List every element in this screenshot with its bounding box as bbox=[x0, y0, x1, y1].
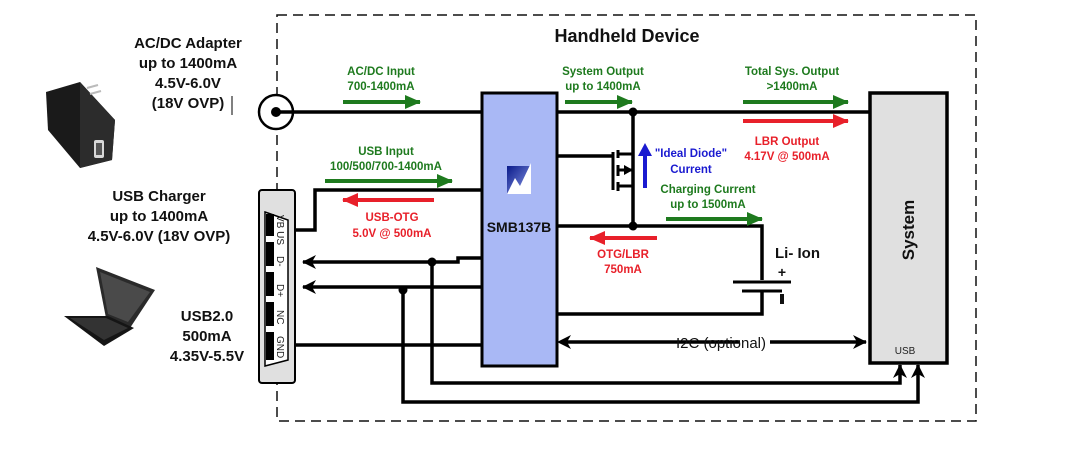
svg-text:up to 1400mA: up to 1400mA bbox=[565, 81, 640, 93]
pin-nc: NC bbox=[274, 310, 285, 324]
svg-text:Current: Current bbox=[670, 164, 712, 176]
svg-text:LBR Output: LBR Output bbox=[755, 136, 820, 148]
svg-text:4.17V @ 500mA: 4.17V @ 500mA bbox=[744, 151, 829, 163]
svg-text:750mA: 750mA bbox=[604, 264, 642, 276]
chip-name: SMB137B bbox=[487, 219, 552, 235]
flow-total-output: Total Sys. Output >1400mA bbox=[743, 66, 849, 109]
system-usb-port-label: USB bbox=[895, 346, 916, 357]
svg-text:Charging Current: Charging Current bbox=[660, 184, 755, 196]
svg-text:USB Charger: USB Charger bbox=[112, 188, 206, 205]
svg-text:AC/DC Input: AC/DC Input bbox=[347, 66, 415, 78]
battery-minus bbox=[780, 294, 784, 304]
flow-charging-current: Charging Current up to 1500mA bbox=[660, 184, 763, 226]
flow-acdc-input: AC/DC Input 700-1400mA bbox=[343, 66, 421, 109]
chip-logo-icon bbox=[507, 163, 531, 194]
usb2-label: USB2.0 500mA 4.35V-5.5V bbox=[170, 308, 244, 365]
mosfet-icon bbox=[611, 150, 633, 191]
battery-plus: + bbox=[778, 264, 786, 280]
svg-text:4.35V-5.5V: 4.35V-5.5V bbox=[170, 348, 244, 365]
svg-text:(18V OVP): (18V OVP) bbox=[152, 95, 225, 112]
ac-adapter-icon bbox=[46, 82, 115, 168]
battery-icon: Li- Ion + bbox=[733, 245, 820, 304]
svg-text:100/500/700-1400mA: 100/500/700-1400mA bbox=[330, 161, 442, 173]
flow-usb-otg: USB-OTG 5.0V @ 500mA bbox=[342, 193, 434, 240]
svg-text:5.0V @ 500mA: 5.0V @ 500mA bbox=[353, 228, 432, 240]
svg-text:up to 1500mA: up to 1500mA bbox=[670, 199, 745, 211]
usb-charger-label: USB Charger up to 1400mA 4.5V-6.0V (18V … bbox=[88, 188, 231, 245]
system-block: System USB bbox=[868, 91, 949, 365]
flow-system-output: System Output up to 1400mA bbox=[562, 66, 644, 109]
smb137b-chip: SMB137B bbox=[480, 91, 559, 368]
laptop-icon bbox=[64, 267, 155, 346]
pin-dplus: D+ bbox=[274, 284, 285, 297]
flow-lbr-output: LBR Output 4.17V @ 500mA bbox=[743, 114, 849, 163]
pin-gnd: GND bbox=[274, 336, 285, 358]
svg-text:700-1400mA: 700-1400mA bbox=[347, 81, 414, 93]
flow-ideal-diode: "Ideal Diode" Current bbox=[638, 143, 727, 188]
junction-dots bbox=[398, 107, 638, 295]
flow-otg-lbr: OTG/LBR 750mA bbox=[589, 231, 657, 276]
adapter-label: AC/DC Adapter up to 1400mA 4.5V-6.0V (18… bbox=[134, 35, 242, 115]
svg-text:Total Sys. Output: Total Sys. Output bbox=[745, 66, 840, 78]
i2c-label: I2C (optional) bbox=[676, 335, 766, 352]
svg-text:>1400mA: >1400mA bbox=[767, 81, 818, 93]
svg-text:4.5V-6.0V: 4.5V-6.0V bbox=[155, 75, 221, 92]
pin-vbus: VB US bbox=[274, 215, 285, 245]
system-label: System bbox=[899, 200, 918, 260]
svg-text:USB2.0: USB2.0 bbox=[181, 308, 234, 325]
svg-text:up to 1400mA: up to 1400mA bbox=[110, 208, 209, 225]
wires bbox=[276, 110, 925, 404]
pin-dminus: D- bbox=[274, 256, 285, 267]
svg-text:System Output: System Output bbox=[562, 66, 644, 78]
svg-text:OTG/LBR: OTG/LBR bbox=[597, 249, 649, 261]
svg-text:"Ideal Diode": "Ideal Diode" bbox=[655, 148, 727, 160]
svg-text:up to 1400mA: up to 1400mA bbox=[139, 55, 238, 72]
svg-text:500mA: 500mA bbox=[182, 328, 231, 345]
handheld-device-title: Handheld Device bbox=[554, 26, 699, 46]
svg-text:AC/DC Adapter: AC/DC Adapter bbox=[134, 35, 242, 52]
svg-text:USB Input: USB Input bbox=[358, 146, 414, 158]
flow-usb-input: USB Input 100/500/700-1400mA bbox=[325, 146, 453, 188]
i2c-arrow-left bbox=[557, 335, 571, 349]
usb-connector: VB US D- D+ NC GND bbox=[258, 189, 296, 384]
svg-text:4.5V-6.0V (18V OVP): 4.5V-6.0V (18V OVP) bbox=[88, 228, 231, 245]
svg-text:USB-OTG: USB-OTG bbox=[365, 212, 418, 224]
battery-label: Li- Ion bbox=[775, 245, 820, 262]
